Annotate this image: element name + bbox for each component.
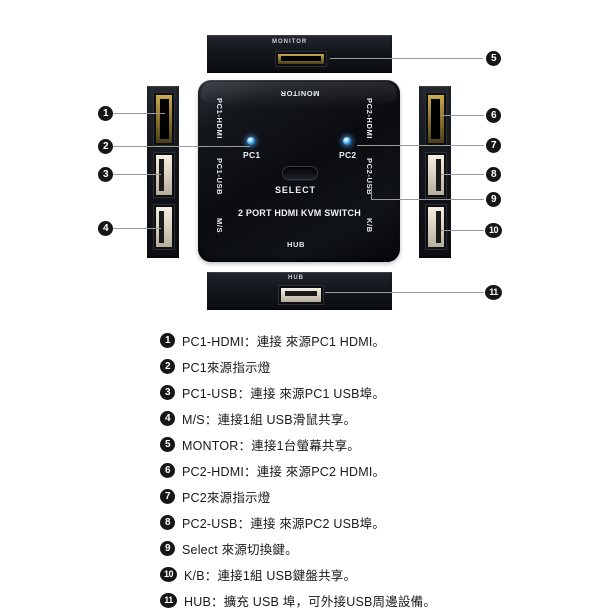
leader-line-9-vert <box>371 186 372 200</box>
leader-line-6 <box>441 115 484 116</box>
silk-left-pc1-usb: PC1-USB <box>215 158 224 196</box>
legend-marker: 9 <box>160 540 175 556</box>
silk-right-kb: K/B <box>365 218 374 233</box>
select-button-label: SELECT <box>275 185 316 195</box>
legend-text: PC1來源指示燈 <box>182 360 271 375</box>
legend-marker: 5 <box>160 436 175 452</box>
callout-marker-2[interactable]: 2 <box>98 139 113 154</box>
hub-usb-port-bottom[interactable] <box>278 285 324 305</box>
ms-usb-port[interactable] <box>153 204 175 250</box>
legend-text: PC1-HDMI：連接 來源PC1 HDMI。 <box>182 334 386 349</box>
kb-usb-port[interactable] <box>425 204 447 250</box>
silk-left-ms: M/S <box>215 218 224 234</box>
legend-text: PC1-USB：連接 來源PC1 USB埠。 <box>182 386 386 401</box>
legend-text: Select 來源切換鍵。 <box>182 542 298 557</box>
leader-line-1 <box>113 113 165 114</box>
usb-tongue <box>436 159 441 191</box>
leader-line-2 <box>113 146 250 147</box>
hdmi-mouth <box>281 56 321 61</box>
hdmi-mouth <box>160 99 169 139</box>
leader-line-8 <box>441 174 484 175</box>
legend-item: 6 PC2-HDMI：連接 來源PC2 HDMI。 <box>160 457 580 483</box>
legend-list: 1 PC1-HDMI：連接 來源PC1 HDMI。 2 PC1來源指示燈 3 P… <box>160 327 580 613</box>
usb-tongue <box>436 211 441 243</box>
usb-tongue <box>159 159 164 191</box>
leader-line-3 <box>113 174 161 175</box>
leader-line-11 <box>325 292 484 293</box>
callout-marker-7[interactable]: 7 <box>486 138 501 153</box>
callout-marker-3[interactable]: 3 <box>98 167 113 182</box>
pc2-led-label: PC2 <box>339 150 357 160</box>
callout-marker-5[interactable]: 5 <box>486 51 501 66</box>
legend-marker: 6 <box>160 462 175 478</box>
pc2-hdmi-port[interactable] <box>425 92 447 146</box>
usb-tongue <box>159 211 164 243</box>
legend-text: MONTOR：連接1台螢幕共享。 <box>182 438 360 453</box>
silk-right-pc2-hdmi: PC2-HDMI <box>365 98 374 140</box>
callout-marker-4[interactable]: 4 <box>98 221 113 236</box>
legend-item: 11 HUB：擴充 USB 埠，可外接USB周邊設備。 <box>160 587 580 613</box>
legend-item: 1 PC1-HDMI：連接 來源PC1 HDMI。 <box>160 327 580 353</box>
legend-marker: 11 <box>160 592 177 608</box>
legend-marker: 3 <box>160 384 175 400</box>
silk-top-monitor: MONITOR <box>280 89 320 98</box>
legend-text: K/B：連接1組 USB鍵盤共享。 <box>184 568 357 583</box>
legend-item: 10 K/B：連接1組 USB鍵盤共享。 <box>160 561 580 587</box>
legend-item: 9 Select 來源切換鍵。 <box>160 535 580 561</box>
pc1-led-indicator <box>247 137 255 145</box>
top-monitor-panel-label: MONITOR <box>272 39 308 45</box>
callout-marker-11[interactable]: 11 <box>485 285 502 300</box>
leader-line-5 <box>330 58 483 59</box>
hdmi-mouth <box>431 99 440 139</box>
leader-line-4 <box>113 228 161 229</box>
legend-text: PC2來源指示燈 <box>182 490 271 505</box>
legend-item: 7 PC2來源指示燈 <box>160 483 580 509</box>
legend-item: 8 PC2-USB：連接 來源PC2 USB埠。 <box>160 509 580 535</box>
legend-text: HUB：擴充 USB 埠，可外接USB周邊設備。 <box>184 594 437 609</box>
callout-marker-6[interactable]: 6 <box>486 108 501 123</box>
kvm-switch-body: MONITOR PC1-HDMI PC1-USB M/S PC2-HDMI PC… <box>198 80 400 262</box>
legend-marker: 4 <box>160 410 175 426</box>
leader-line-10 <box>441 230 484 231</box>
pc1-hdmi-port[interactable] <box>153 92 175 146</box>
legend-text: PC2-HDMI：連接 來源PC2 HDMI。 <box>182 464 386 479</box>
pc1-usb-port[interactable] <box>153 152 175 198</box>
legend-item: 4 M/S：連接1組 USB滑鼠共享。 <box>160 405 580 431</box>
callout-marker-10[interactable]: 10 <box>485 223 502 238</box>
legend-item: 3 PC1-USB：連接 來源PC1 USB埠。 <box>160 379 580 405</box>
legend-item: 2 PC1來源指示燈 <box>160 353 580 379</box>
callout-marker-9[interactable]: 9 <box>486 192 501 207</box>
legend-marker: 8 <box>160 514 175 530</box>
pc1-led-label: PC1 <box>243 150 261 160</box>
silk-right-pc2-usb: PC2-USB <box>365 158 374 196</box>
legend-item: 5 MONTOR：連接1台螢幕共享。 <box>160 431 580 457</box>
pc2-led-indicator <box>343 137 351 145</box>
legend-marker: 10 <box>160 566 177 582</box>
leader-line-7 <box>357 145 484 146</box>
bottom-hub-panel-label: HUB <box>288 275 304 281</box>
callout-marker-1[interactable]: 1 <box>98 106 113 121</box>
legend-marker: 2 <box>160 358 175 374</box>
monitor-hdmi-port-top[interactable] <box>275 51 327 67</box>
usb-tongue <box>285 291 317 296</box>
device-model-label: 2 PORT HDMI KVM SWITCH <box>238 208 361 218</box>
leader-line-9 <box>371 199 484 200</box>
pc2-usb-port[interactable] <box>425 152 447 198</box>
legend-text: PC2-USB：連接 來源PC2 USB埠。 <box>182 516 386 531</box>
select-button[interactable] <box>282 166 318 180</box>
legend-text: M/S：連接1組 USB滑鼠共享。 <box>182 412 357 427</box>
callout-marker-8[interactable]: 8 <box>486 167 501 182</box>
body-gloss <box>201 82 397 108</box>
legend-marker: 1 <box>160 332 175 348</box>
legend-marker: 7 <box>160 488 175 504</box>
silk-left-pc1-hdmi: PC1-HDMI <box>215 98 224 140</box>
silk-bottom-hub: HUB <box>287 240 306 249</box>
